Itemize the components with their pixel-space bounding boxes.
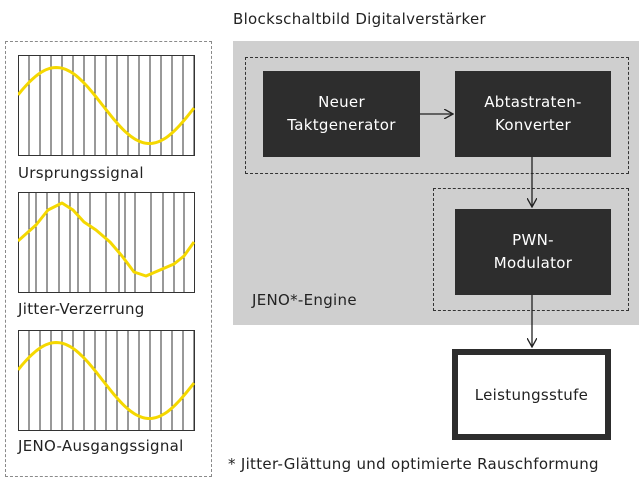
output-wave xyxy=(18,340,195,420)
original-signal-svg xyxy=(18,55,195,156)
original-signal-plot xyxy=(18,55,195,156)
engine-label: JENO*-Engine xyxy=(252,291,357,309)
output-signal-svg xyxy=(18,330,195,431)
jitter-signal-svg xyxy=(18,192,195,293)
pwn-modulator-line2: Modulator xyxy=(493,254,573,272)
jitter-gridlines xyxy=(28,192,185,293)
sample-rate-converter-line1: Abtastraten- xyxy=(484,93,582,111)
modulator-stage-outline xyxy=(433,188,629,311)
output-signal-plot xyxy=(18,330,195,431)
clock-stage-outline xyxy=(245,57,629,174)
jitter-signal-plot xyxy=(18,192,195,293)
sample-rate-converter-block: Abtastraten- Konverter xyxy=(455,71,611,157)
output-signal-label: JENO-Ausgangssignal xyxy=(18,437,184,455)
pwn-modulator-line1: PWN- xyxy=(512,231,554,249)
jitter-signal-label: Jitter-Verzerrung xyxy=(18,300,145,318)
original-signal-label: Ursprungssignal xyxy=(18,164,144,182)
clock-generator-line1: Neuer xyxy=(318,93,365,111)
jitter-wave xyxy=(18,201,195,278)
diagram-title: Blockschaltbild Digitalverstärker xyxy=(233,10,486,28)
sample-rate-converter-line2: Konverter xyxy=(494,116,571,134)
power-stage-block: Leistungsstufe xyxy=(452,349,611,440)
pwn-modulator-block: PWN- Modulator xyxy=(455,209,611,295)
clock-generator-line2: Taktgenerator xyxy=(287,116,396,134)
power-stage-label: Leistungsstufe xyxy=(474,385,589,404)
original-wave xyxy=(18,65,195,145)
signal-panel xyxy=(5,41,212,477)
output-gridlines xyxy=(28,330,195,431)
footnote: * Jitter-Glättung und optimierte Rauschf… xyxy=(228,455,599,473)
sample-gridlines xyxy=(28,55,195,156)
